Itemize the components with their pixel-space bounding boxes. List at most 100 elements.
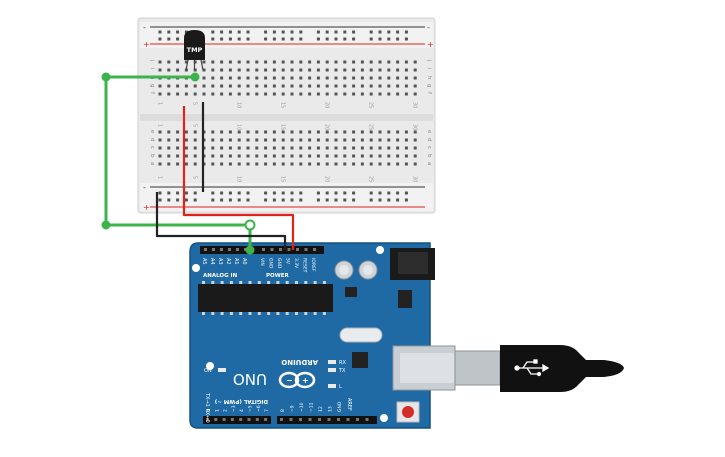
- breadboard-hole[interactable]: [272, 162, 276, 166]
- breadboard-rail-hole[interactable]: [184, 191, 188, 195]
- breadboard-hole[interactable]: [220, 92, 224, 96]
- breadboard-rail-hole[interactable]: [369, 30, 373, 34]
- breadboard-hole[interactable]: [299, 146, 303, 150]
- breadboard-hole[interactable]: [237, 130, 241, 134]
- breadboard-hole[interactable]: [255, 138, 259, 142]
- breadboard-hole[interactable]: [211, 162, 215, 166]
- breadboard-rail-hole[interactable]: [246, 191, 250, 195]
- breadboard-rail-hole[interactable]: [220, 37, 224, 41]
- breadboard-hole[interactable]: [387, 92, 391, 96]
- breadboard-hole[interactable]: [343, 154, 347, 158]
- breadboard-hole[interactable]: [246, 162, 250, 166]
- breadboard-hole[interactable]: [325, 68, 329, 72]
- breadboard-hole[interactable]: [220, 130, 224, 134]
- breadboard-hole[interactable]: [176, 162, 180, 166]
- breadboard-rail-hole[interactable]: [281, 30, 285, 34]
- breadboard-hole[interactable]: [176, 146, 180, 150]
- breadboard-hole[interactable]: [325, 60, 329, 64]
- breadboard-hole[interactable]: [360, 76, 364, 80]
- breadboard-hole[interactable]: [158, 68, 162, 72]
- breadboard-rail-hole[interactable]: [264, 30, 268, 34]
- breadboard-hole[interactable]: [176, 92, 180, 96]
- breadboard-hole[interactable]: [290, 130, 294, 134]
- breadboard-hole[interactable]: [220, 154, 224, 158]
- breadboard-hole[interactable]: [211, 60, 215, 64]
- breadboard-hole[interactable]: [387, 130, 391, 134]
- digital-pin[interactable]: [230, 418, 234, 421]
- breadboard-rail-hole[interactable]: [352, 191, 356, 195]
- breadboard-hole[interactable]: [272, 146, 276, 150]
- breadboard-rail-hole[interactable]: [211, 37, 215, 41]
- digital-pin[interactable]: [264, 418, 268, 421]
- breadboard-hole[interactable]: [299, 60, 303, 64]
- breadboard-rail-hole[interactable]: [396, 191, 400, 195]
- breadboard-hole[interactable]: [176, 138, 180, 142]
- breadboard-hole[interactable]: [167, 60, 171, 64]
- wire-bend-node-hollow[interactable]: [244, 219, 256, 231]
- breadboard-rail-hole[interactable]: [325, 191, 329, 195]
- wire-endpoint-breadboard[interactable]: [190, 72, 200, 82]
- breadboard-hole[interactable]: [281, 154, 285, 158]
- breadboard-rail-hole[interactable]: [184, 198, 188, 202]
- breadboard-rail-hole[interactable]: [193, 198, 197, 202]
- analog-pin[interactable]: [244, 248, 247, 251]
- breadboard-rail-hole[interactable]: [352, 30, 356, 34]
- breadboard-rail-hole[interactable]: [352, 198, 356, 202]
- analog-pin[interactable]: [212, 248, 215, 251]
- breadboard-hole[interactable]: [308, 68, 312, 72]
- breadboard-hole[interactable]: [246, 84, 250, 88]
- breadboard-hole[interactable]: [220, 162, 224, 166]
- breadboard-hole[interactable]: [369, 130, 373, 134]
- breadboard-hole[interactable]: [167, 154, 171, 158]
- breadboard-hole[interactable]: [360, 162, 364, 166]
- breadboard-rail-hole[interactable]: [334, 37, 338, 41]
- breadboard-rail-hole[interactable]: [334, 30, 338, 34]
- tmp36-temperature-sensor[interactable]: TMP: [184, 30, 205, 71]
- breadboard-hole[interactable]: [202, 68, 206, 72]
- breadboard-hole[interactable]: [281, 84, 285, 88]
- breadboard-hole[interactable]: [202, 60, 206, 64]
- breadboard-hole[interactable]: [413, 138, 417, 142]
- breadboard-hole[interactable]: [228, 76, 232, 80]
- breadboard-hole[interactable]: [158, 84, 162, 88]
- breadboard-hole[interactable]: [343, 84, 347, 88]
- breadboard-hole[interactable]: [413, 146, 417, 150]
- breadboard-hole[interactable]: [325, 138, 329, 142]
- breadboard-rail-hole[interactable]: [378, 30, 382, 34]
- breadboard-hole[interactable]: [343, 68, 347, 72]
- breadboard-rail-hole[interactable]: [281, 191, 285, 195]
- breadboard-rail-hole[interactable]: [290, 191, 294, 195]
- breadboard-hole[interactable]: [290, 146, 294, 150]
- breadboard-hole[interactable]: [264, 92, 268, 96]
- breadboard-rail-hole[interactable]: [334, 191, 338, 195]
- breadboard-hole[interactable]: [184, 154, 188, 158]
- breadboard-rail-hole[interactable]: [316, 191, 320, 195]
- breadboard-rail-hole[interactable]: [281, 198, 285, 202]
- breadboard-hole[interactable]: [378, 76, 382, 80]
- breadboard-rail-hole[interactable]: [325, 30, 329, 34]
- wire-bend-node[interactable]: [101, 220, 111, 230]
- breadboard-hole[interactable]: [290, 92, 294, 96]
- header-top-pins[interactable]: [204, 246, 324, 254]
- breadboard-hole[interactable]: [334, 146, 338, 150]
- breadboard-hole[interactable]: [378, 162, 382, 166]
- breadboard-hole[interactable]: [352, 68, 356, 72]
- breadboard-rail-hole[interactable]: [272, 191, 276, 195]
- breadboard-hole[interactable]: [281, 92, 285, 96]
- breadboard-hole[interactable]: [316, 146, 320, 150]
- breadboard-hole[interactable]: [290, 154, 294, 158]
- breadboard-hole[interactable]: [211, 138, 215, 142]
- breadboard-rail-hole[interactable]: [387, 37, 391, 41]
- breadboard-hole[interactable]: [352, 138, 356, 142]
- breadboard-hole[interactable]: [290, 76, 294, 80]
- breadboard-hole[interactable]: [158, 92, 162, 96]
- breadboard-rail-hole[interactable]: [246, 198, 250, 202]
- breadboard-hole[interactable]: [246, 146, 250, 150]
- breadboard-hole[interactable]: [413, 68, 417, 72]
- breadboard-hole[interactable]: [360, 68, 364, 72]
- digital-pin[interactable]: [255, 418, 259, 421]
- header-bottom-pins[interactable]: [206, 418, 369, 421]
- breadboard-rail-hole[interactable]: [246, 37, 250, 41]
- breadboard-hole[interactable]: [228, 68, 232, 72]
- breadboard-hole[interactable]: [264, 130, 268, 134]
